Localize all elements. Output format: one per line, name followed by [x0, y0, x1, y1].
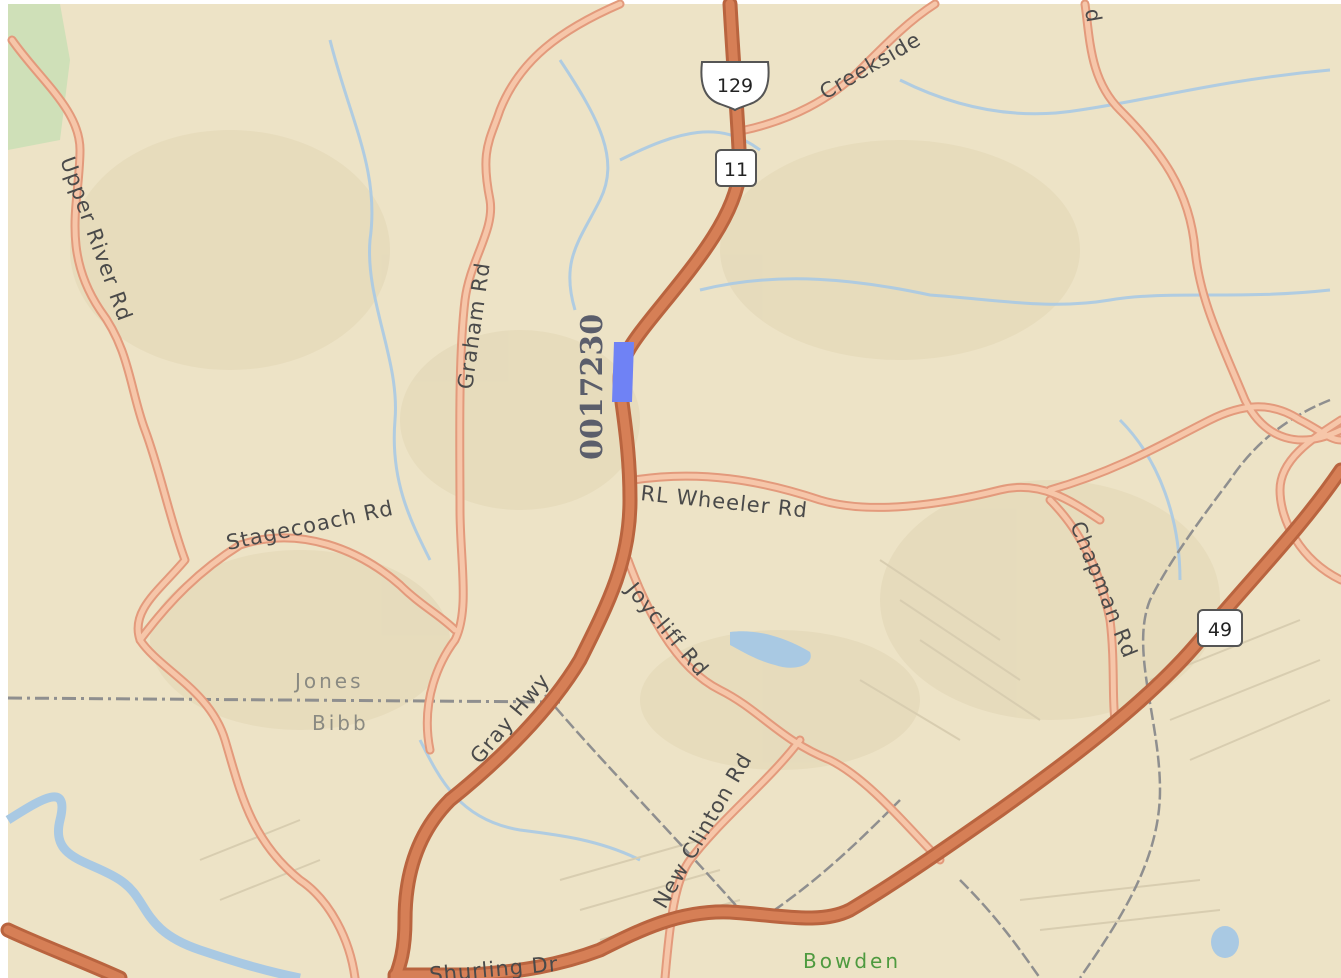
sr-49-shield-label: 49 [1208, 619, 1232, 641]
us-shield-icon [700, 61, 770, 112]
us-129-shield: 129 [700, 61, 770, 112]
sr-49-shield: 49 [1197, 609, 1243, 647]
county-label-bibb: Bibb [312, 711, 369, 735]
segment-id-label[interactable]: 0017230 [575, 314, 610, 460]
streams [328, 39, 1331, 862]
road-label-corner: d [1080, 7, 1106, 25]
minor-roads [7, 0, 1341, 978]
pond [730, 631, 811, 668]
us-129-shield-label: 129 [717, 75, 753, 97]
state-shield-icon [1197, 609, 1243, 647]
sr-11-shield: 11 [715, 149, 757, 187]
place-label-bowden: Bowden [803, 949, 901, 973]
state-shield-icon [715, 149, 757, 187]
river [5, 792, 301, 978]
highlighted-segment[interactable] [612, 342, 634, 402]
railways [544, 398, 1331, 978]
county-boundary [7, 696, 561, 704]
county-label-jones: Jones [293, 669, 364, 693]
pond-small [1211, 926, 1239, 958]
sr-11-shield-label: 11 [724, 159, 748, 181]
